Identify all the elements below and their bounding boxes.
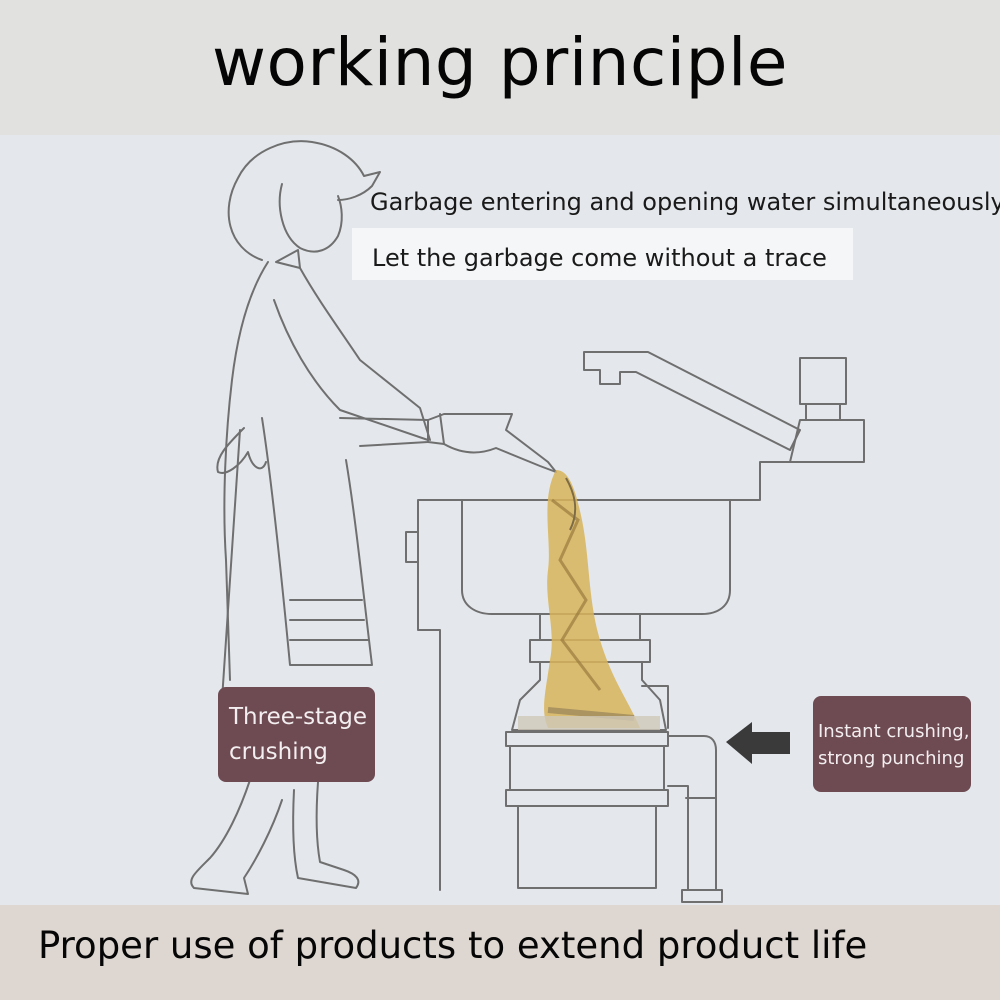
header-band: working principle: [0, 0, 1000, 135]
tag-right-line2: strong punching: [818, 748, 965, 769]
garbage-stream: [544, 470, 640, 728]
faucet: [583, 351, 801, 451]
woman-apron: [221, 429, 241, 701]
caption-no-trace: Let the garbage come without a trace: [372, 244, 827, 272]
woman-legs: [190, 779, 283, 895]
woman-face: [278, 183, 343, 253]
arrow-icon: [726, 722, 790, 764]
sink: [417, 461, 791, 891]
footer-band: [0, 905, 1000, 1000]
caption-garbage-entering: Garbage entering and opening water simul…: [370, 188, 1000, 216]
footer-text: Proper use of products to extend product…: [38, 924, 868, 967]
woman-body: [223, 261, 269, 681]
woman-arm: [339, 417, 429, 447]
caption-highlight: [352, 228, 853, 280]
instant-crushing-tag: Instant crushing, strong punching: [813, 696, 971, 792]
page-title: working principle: [212, 24, 788, 101]
woman-hair: [227, 140, 381, 261]
tag-left-line2: crushing: [229, 739, 328, 765]
tag-left-line1: Three-stage: [229, 704, 368, 730]
drain-pipe: [667, 735, 717, 891]
kitchen-illustration: [190, 140, 865, 903]
three-stage-crushing-tag: Three-stage crushing: [218, 687, 375, 782]
tag-right-line1: Instant crushing,: [818, 721, 970, 742]
